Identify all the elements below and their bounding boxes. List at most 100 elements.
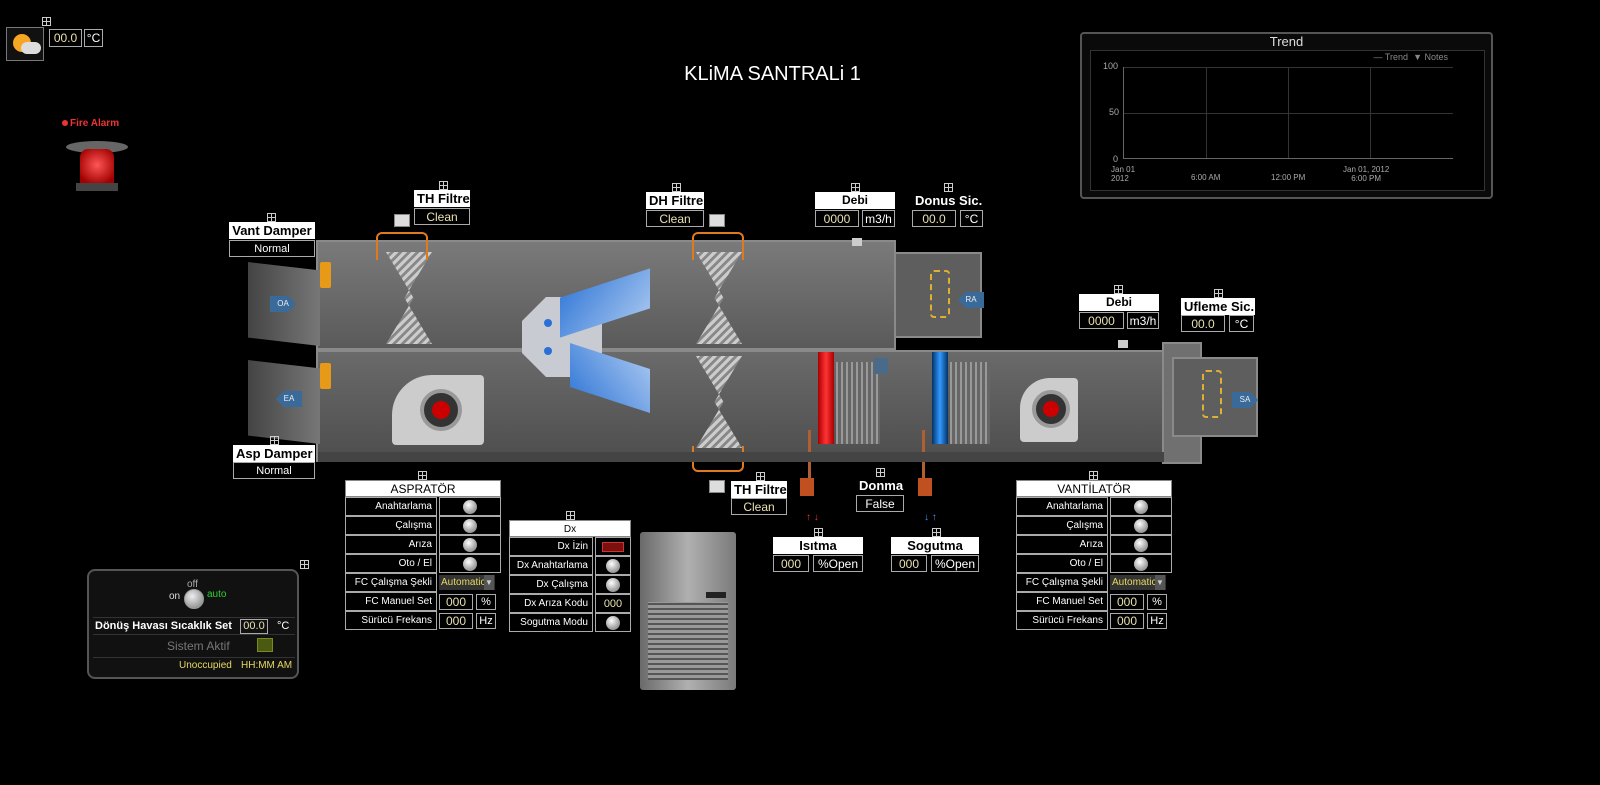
trend-y-tick: 100 bbox=[1103, 61, 1119, 71]
asp-damper-title: Asp Damper bbox=[233, 445, 315, 462]
vant-damper-grid-icon[interactable] bbox=[267, 213, 276, 222]
debi-supply-title: Debi bbox=[1079, 294, 1159, 311]
aspirator-set-cell: 000% bbox=[439, 592, 496, 611]
vant-damper-title: Vant Damper bbox=[229, 222, 315, 239]
asp-damper-grid-icon[interactable] bbox=[270, 436, 279, 445]
ea-label: EA bbox=[276, 391, 302, 407]
dx-fault-code: 000 bbox=[595, 594, 631, 613]
th-filtre-top-status: Clean bbox=[414, 208, 470, 225]
sogutma-grid-icon[interactable] bbox=[932, 528, 941, 537]
aspirator-row-label: FC Manuel Set bbox=[345, 592, 437, 611]
cooling-coil-icon bbox=[932, 352, 948, 444]
dh-filtre-grid-icon[interactable] bbox=[672, 183, 681, 192]
dx-grid-icon[interactable] bbox=[566, 511, 575, 520]
dx-row-label: Dx Arıza Kodu bbox=[509, 594, 593, 613]
weather-grid-icon[interactable] bbox=[42, 17, 51, 26]
ventilator-mode-select[interactable]: Automatic bbox=[1110, 575, 1166, 590]
ventilator-fault-led bbox=[1110, 535, 1172, 554]
ventilator-row-label: Anahtarlama bbox=[1016, 497, 1108, 516]
donus-sic-value: 00.0 bbox=[912, 210, 956, 227]
debi-return-grid-icon[interactable] bbox=[851, 183, 860, 192]
cooling-coil-fins bbox=[950, 362, 990, 444]
isitma-grid-icon[interactable] bbox=[814, 528, 823, 537]
oa-label: OA bbox=[270, 296, 296, 312]
aspirator-freq-value: 000 bbox=[439, 612, 473, 629]
setpoint-input[interactable]: 00.0 bbox=[240, 619, 268, 634]
control-panel: off on auto Dönüş Havası Sıcaklık Set 00… bbox=[87, 569, 299, 679]
sogutma-title: Sogutma bbox=[891, 537, 979, 554]
asp-damper-status: Normal bbox=[233, 462, 315, 479]
aspirator-set-input[interactable]: 000 bbox=[439, 593, 473, 610]
ventilator-row-label: FC Çalışma Şekli bbox=[1016, 573, 1108, 592]
partly-cloudy-icon bbox=[6, 27, 44, 61]
ventilator-row-label: Oto / El bbox=[1016, 554, 1108, 573]
aspirator-set-unit: % bbox=[476, 593, 496, 610]
ventilator-grid-icon[interactable] bbox=[1089, 471, 1098, 480]
debi-supply-unit: m3/h bbox=[1127, 312, 1159, 329]
ahu-base-rail bbox=[318, 452, 1164, 462]
dx-row-label: Dx İzin bbox=[509, 537, 593, 556]
ventilator-panel: VANTİLATÖR Anahtarlama Çalışma Arıza Oto… bbox=[1016, 480, 1172, 630]
ventilator-row-label: Arıza bbox=[1016, 535, 1108, 554]
donma-grid-icon[interactable] bbox=[876, 468, 885, 477]
ventilator-switching-led bbox=[1110, 497, 1172, 516]
asp-damper-actuator-icon bbox=[320, 363, 331, 389]
trend-legend-notes: Notes bbox=[1424, 52, 1448, 62]
debi-supply-grid-icon[interactable] bbox=[1114, 285, 1123, 294]
aspirator-running-led bbox=[439, 516, 501, 535]
th-filtre-top-title: TH Filtre bbox=[414, 190, 470, 207]
ventilator-set-input[interactable]: 000 bbox=[1110, 593, 1144, 610]
aspirator-row: Arıza bbox=[345, 535, 501, 554]
heating-coil-icon bbox=[818, 352, 834, 444]
trend-chart-panel[interactable]: Trend — Trend ▼ Notes 100 50 0 Jan 01 20… bbox=[1080, 32, 1493, 199]
ventilator-row-label: FC Manuel Set bbox=[1016, 592, 1108, 611]
fire-alarm-siren-icon[interactable] bbox=[66, 135, 128, 195]
ventilator-auto-manual-led bbox=[1110, 554, 1172, 573]
control-panel-grid-icon[interactable] bbox=[300, 560, 309, 569]
frost-sensor-icon bbox=[874, 358, 888, 374]
aspirator-mode-select[interactable]: Automatic bbox=[439, 575, 495, 590]
donus-sic-title: Donus Sic. bbox=[915, 193, 983, 208]
ventilator-set-cell: 000% bbox=[1110, 592, 1167, 611]
trend-legend: — Trend ▼ Notes bbox=[1373, 52, 1448, 62]
trend-legend-trend: Trend bbox=[1384, 52, 1409, 62]
mode-selector-knob[interactable] bbox=[184, 589, 204, 609]
ufleme-sic-grid-icon[interactable] bbox=[1214, 289, 1223, 298]
system-active-row: Sistem Aktif bbox=[93, 637, 295, 655]
ventilator-freq-unit: Hz bbox=[1147, 612, 1167, 629]
ufleme-sic-unit: °C bbox=[1229, 315, 1254, 332]
setpoint-row: Dönüş Havası Sıcaklık Set 00.0 °C bbox=[93, 617, 295, 635]
aspirator-row-label: Arıza bbox=[345, 535, 437, 554]
aspirator-row: Çalışma bbox=[345, 516, 501, 535]
setpoint-label: Dönüş Havası Sıcaklık Set bbox=[95, 620, 232, 632]
aspirator-row-label: Anahtarlama bbox=[345, 497, 437, 516]
trend-x-tick: 6:00 AM bbox=[1191, 173, 1221, 182]
schedule-time: HH:MM AM bbox=[241, 660, 293, 671]
isitma-unit: %Open bbox=[813, 555, 863, 572]
th-filtre-top-grid-icon[interactable] bbox=[439, 181, 448, 190]
weather-temp-unit: °C bbox=[84, 29, 103, 47]
debi-return-value: 0000 bbox=[815, 210, 859, 227]
trend-y-tick: 0 bbox=[1113, 154, 1119, 164]
ra-label: RA bbox=[958, 292, 984, 308]
aspirator-row-label: FC Çalışma Şekli bbox=[345, 573, 437, 592]
switch-auto-label: auto bbox=[207, 589, 227, 600]
aspirator-row-label: Sürücü Frekans bbox=[345, 611, 437, 630]
donma-status: False bbox=[856, 495, 904, 512]
aspirator-grid-icon[interactable] bbox=[418, 471, 427, 480]
aspirator-freq-unit: Hz bbox=[476, 612, 496, 629]
debi-return-title: Debi bbox=[815, 192, 895, 209]
trend-plot-area: — Trend ▼ Notes 100 50 0 Jan 01 2012 6:0… bbox=[1090, 50, 1485, 191]
trend-x-tick: Jan 01, 2012 6:00 PM bbox=[1343, 165, 1390, 183]
donus-sic-grid-icon[interactable] bbox=[944, 183, 953, 192]
ventilator-set-unit: % bbox=[1147, 593, 1167, 610]
dx-outdoor-unit-icon[interactable] bbox=[640, 532, 736, 690]
isitma-title: Isıtma bbox=[773, 537, 863, 554]
dh-filter-pressure-tube bbox=[692, 232, 744, 260]
aspirator-switching-led bbox=[439, 497, 501, 516]
th-filtre-bottom-grid-icon[interactable] bbox=[756, 472, 765, 481]
th-filter-top-pressure-tube bbox=[376, 232, 428, 260]
trend-title: Trend bbox=[1269, 34, 1304, 49]
